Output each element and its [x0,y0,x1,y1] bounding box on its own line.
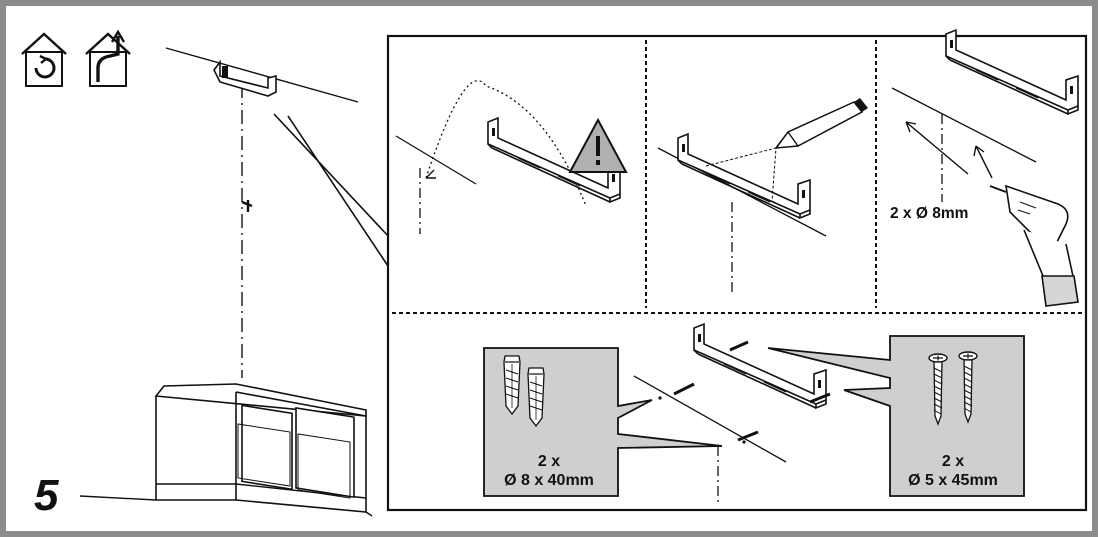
screws-spec: 2 x Ø 5 x 45mm [882,452,1024,490]
installation-diagram [21,29,1088,517]
drill-icon [989,184,1079,307]
wall-plugs-quantity: 2 x [537,453,561,470]
fixing-panel [483,323,1025,506]
wall-scene [79,47,391,517]
drilling-panel [891,29,1079,307]
marking-panel [657,98,868,296]
measure-panel [395,80,628,234]
drill-hole-spec: 2 x Ø 8mm [890,205,969,222]
screws-callout [767,335,1025,497]
screws-quantity: 2 x [941,453,965,470]
step-number: 5 [34,471,59,520]
ducted-extraction-mode-icon [85,29,131,87]
recirculation-mode-icon [21,32,67,87]
mounting-bracket-icon [213,59,277,97]
warning-triangle-icon [568,117,628,173]
screws-size: Ø 5 x 45mm [908,472,998,489]
wall-plugs-spec: 2 x Ø 8 x 40mm [478,452,620,490]
wall-plugs-size: Ø 8 x 40mm [504,472,594,489]
pencil-icon [774,98,868,149]
